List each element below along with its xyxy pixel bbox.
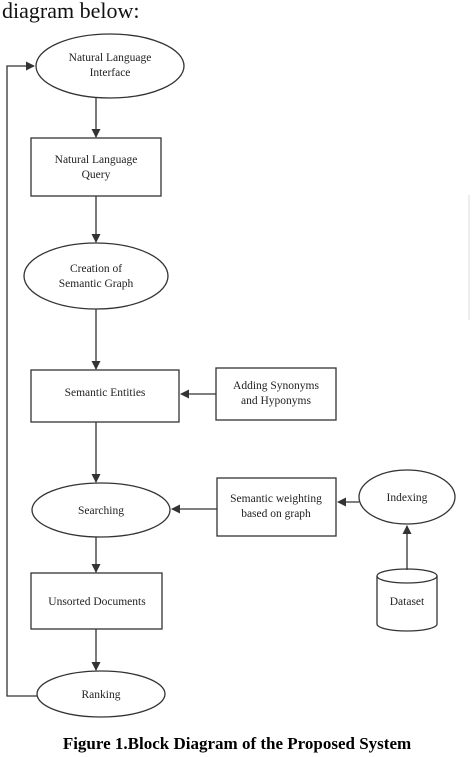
node-unsorted-documents-shape [30, 572, 163, 630]
node-semantic-weighting-label-line2: based on graph [241, 508, 311, 520]
node-ranking: Ranking [36, 670, 166, 718]
node-creation-of-semantic-graph-label-line2: Semantic Graph [59, 278, 134, 290]
intro-text: diagram below: [2, 0, 140, 23]
node-creation-of-semantic-graph-label-line1: Creation of [70, 263, 122, 275]
node-creation-of-semantic-graph-shape [23, 242, 169, 310]
node-natural-language-interface-label-line1: Natural Language [69, 52, 152, 64]
figure-caption: Figure 1.Block Diagram of the Proposed S… [62, 734, 412, 753]
node-searching-label: Searching [78, 505, 124, 517]
node-adding-synonyms-and-hyponyms-label-line2: and Hyponyms [241, 395, 311, 407]
node-natural-language-query-shape [30, 137, 162, 197]
node-ranking-label: Ranking [82, 689, 121, 701]
node-semantic-entities-shape [30, 369, 180, 423]
node-dataset: Dataset [376, 568, 438, 632]
node-searching: Searching [31, 482, 171, 538]
node-semantic-weighting: Semantic weighting based on graph [216, 477, 337, 537]
node-natural-language-interface: Natural Language Interface [35, 33, 185, 99]
node-searching-shape [31, 482, 171, 538]
node-semantic-weighting-label-line1: Semantic weighting [230, 493, 322, 505]
node-semantic-weighting-shape [216, 477, 337, 537]
node-natural-language-query-label-line1: Natural Language [55, 154, 138, 166]
node-natural-language-interface-shape [35, 33, 185, 99]
node-indexing-label: Indexing [387, 492, 428, 504]
node-adding-synonyms-and-hyponyms: Adding Synonyms and Hyponyms [215, 367, 337, 421]
node-adding-synonyms-and-hyponyms-label-line1: Adding Synonyms [233, 380, 319, 392]
node-natural-language-interface-label-line2: Interface [90, 67, 131, 79]
node-indexing: Indexing [358, 469, 456, 525]
node-adding-synonyms-and-hyponyms-shape [215, 367, 337, 421]
node-natural-language-query: Natural Language Query [30, 137, 162, 197]
node-natural-language-query-label-line2: Query [82, 169, 111, 181]
node-creation-of-semantic-graph: Creation of Semantic Graph [23, 242, 169, 310]
node-unsorted-documents: Unsorted Documents [30, 572, 163, 630]
node-semantic-entities-label: Semantic Entities [65, 387, 146, 399]
node-dataset-shape [376, 568, 438, 632]
arrow-ranking-feedback-to-interface [6, 61, 37, 697]
node-dataset-rim [376, 575, 438, 584]
node-dataset-label: Dataset [390, 596, 425, 608]
node-indexing-shape [358, 469, 456, 525]
node-semantic-entities: Semantic Entities [30, 369, 180, 423]
node-unsorted-documents-label: Unsorted Documents [48, 596, 146, 608]
node-ranking-shape [36, 670, 166, 718]
